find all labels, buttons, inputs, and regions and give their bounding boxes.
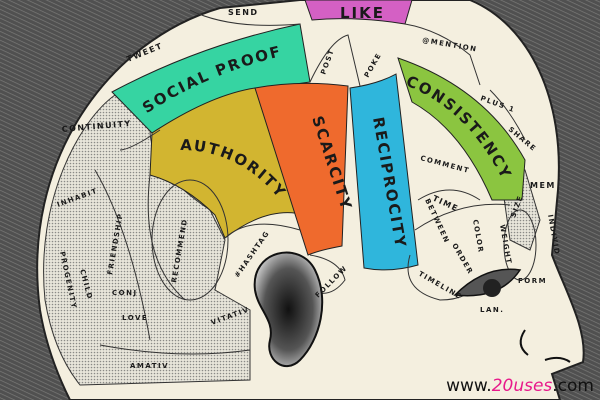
svg-text:FORM: FORM: [518, 277, 547, 285]
region-authority: AUTHORITY: [149, 87, 306, 239]
region-like: LIKE: [304, 0, 413, 25]
svg-text:LIKE: LIKE: [340, 4, 385, 22]
region-outlines: [94, 9, 537, 355]
eye: [453, 268, 522, 297]
watermark-prefix: www.: [446, 376, 492, 396]
nose-nostril: [519, 329, 571, 363]
watermark-highlight: 20uses: [491, 376, 553, 396]
svg-text:LOVE: LOVE: [122, 314, 148, 322]
region-reciprocity: RECIPROCITY: [349, 73, 419, 271]
svg-text:AMATIV: AMATIV: [130, 362, 169, 370]
ear: [253, 251, 324, 367]
watermark: www.20uses.com: [446, 376, 594, 396]
svg-text:SEND: SEND: [228, 8, 259, 17]
watermark-suffix: .com: [552, 376, 594, 396]
svg-text:MEM: MEM: [530, 181, 556, 190]
svg-text:CONJ: CONJ: [112, 289, 138, 297]
svg-text:LAN.: LAN.: [480, 306, 504, 314]
